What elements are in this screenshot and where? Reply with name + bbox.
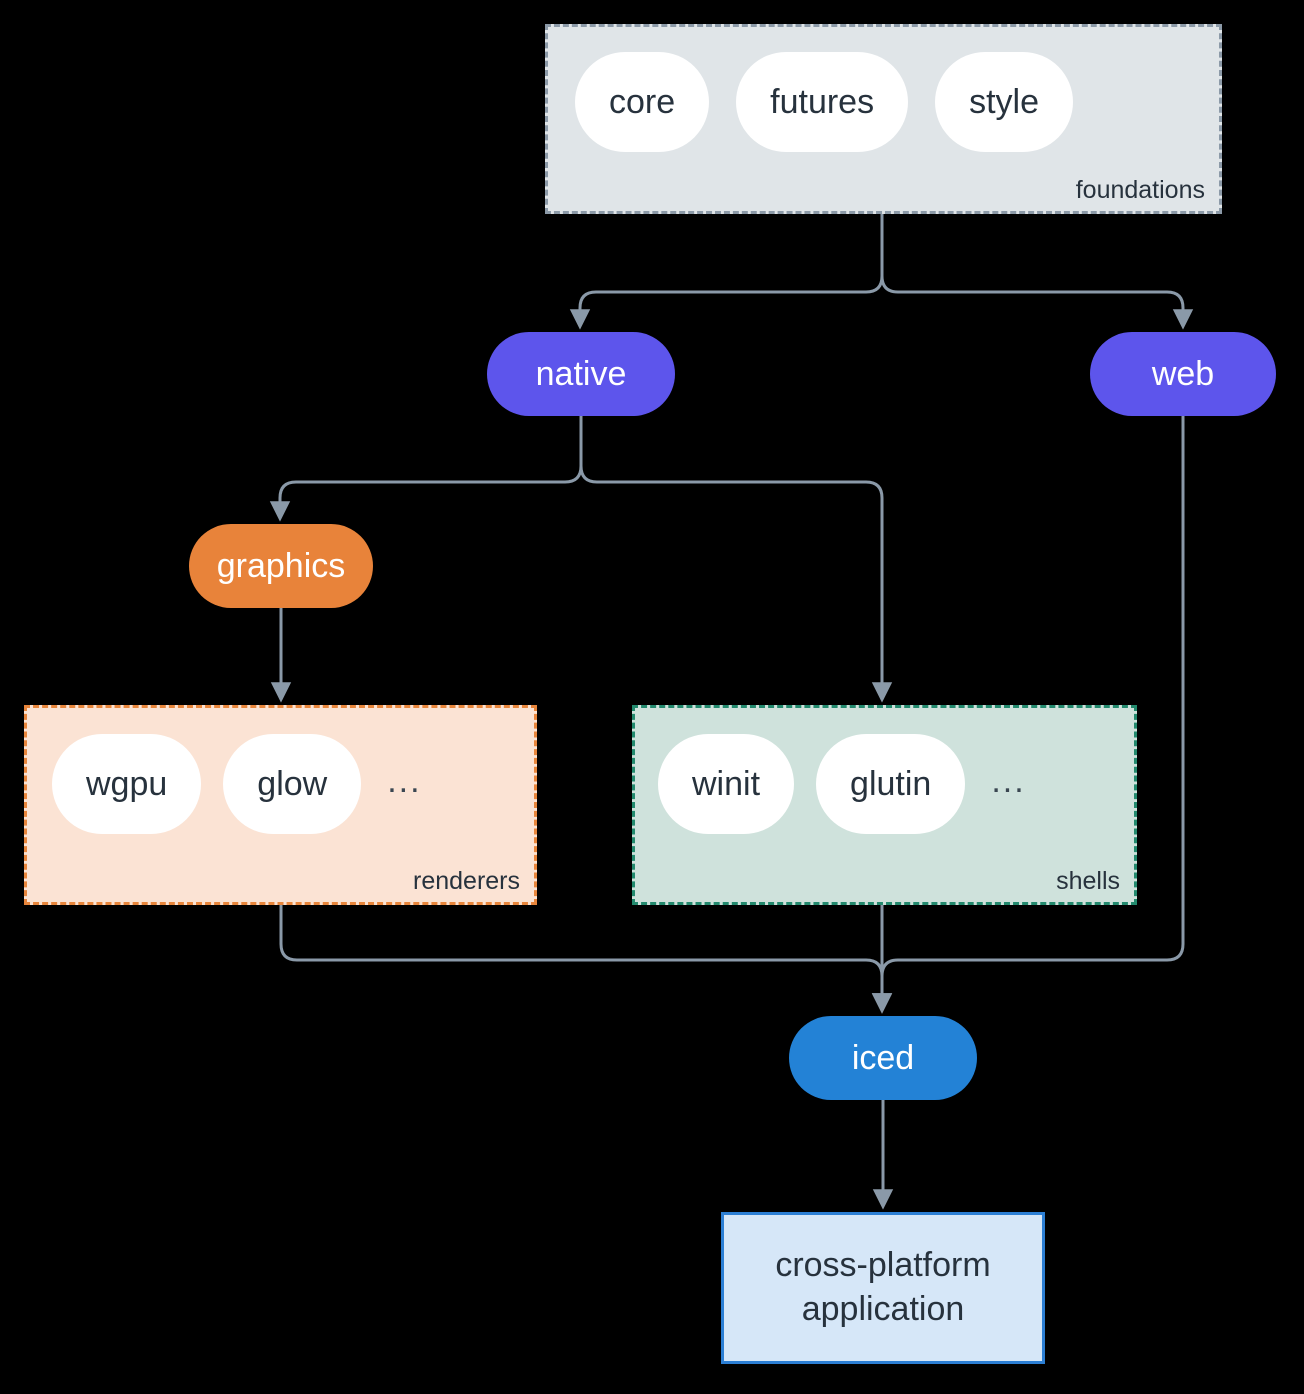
node-winit[interactable]: winit xyxy=(658,734,795,834)
renderers-overflow-ellipsis: ... xyxy=(387,762,422,800)
node-wgpu[interactable]: wgpu xyxy=(52,734,202,834)
node-web[interactable]: web xyxy=(1090,332,1276,416)
node-style[interactable]: style xyxy=(935,52,1074,152)
edge-native-to-shells xyxy=(579,416,893,703)
shells-overflow-ellipsis: ... xyxy=(991,762,1026,800)
node-native[interactable]: native xyxy=(487,332,675,416)
cluster-renderers-items: wgpu glow ... xyxy=(52,734,426,834)
node-iced[interactable]: iced xyxy=(789,1016,977,1100)
node-core[interactable]: core xyxy=(575,52,710,152)
edge-web-to-iced xyxy=(871,416,1185,1014)
node-cross-platform-application[interactable]: cross-platform application xyxy=(721,1212,1045,1364)
cluster-shells-items: winit glutin ... xyxy=(658,734,1030,834)
node-futures[interactable]: futures xyxy=(736,52,909,152)
cluster-renderers-label: renderers xyxy=(413,867,520,895)
application-label-line2: application xyxy=(801,1290,965,1328)
cluster-foundations-items: core futures style xyxy=(575,52,1074,152)
node-glow[interactable]: glow xyxy=(223,734,362,834)
application-label-line1: cross-platform xyxy=(775,1246,991,1285)
node-glutin[interactable]: glutin xyxy=(816,734,966,834)
cluster-foundations-label: foundations xyxy=(1075,176,1205,204)
edge-foundations-to-web xyxy=(880,214,1194,330)
cluster-shells: winit glutin ... shells xyxy=(632,705,1137,905)
edge-native-to-graphics xyxy=(269,416,583,522)
cluster-shells-label: shells xyxy=(1056,867,1120,895)
cluster-renderers: wgpu glow ... renderers xyxy=(24,705,537,905)
edge-renderers-to-iced xyxy=(279,905,893,1014)
edge-foundations-to-native xyxy=(569,214,884,330)
cluster-foundations: core futures style foundations xyxy=(545,24,1222,214)
node-graphics[interactable]: graphics xyxy=(189,524,373,608)
